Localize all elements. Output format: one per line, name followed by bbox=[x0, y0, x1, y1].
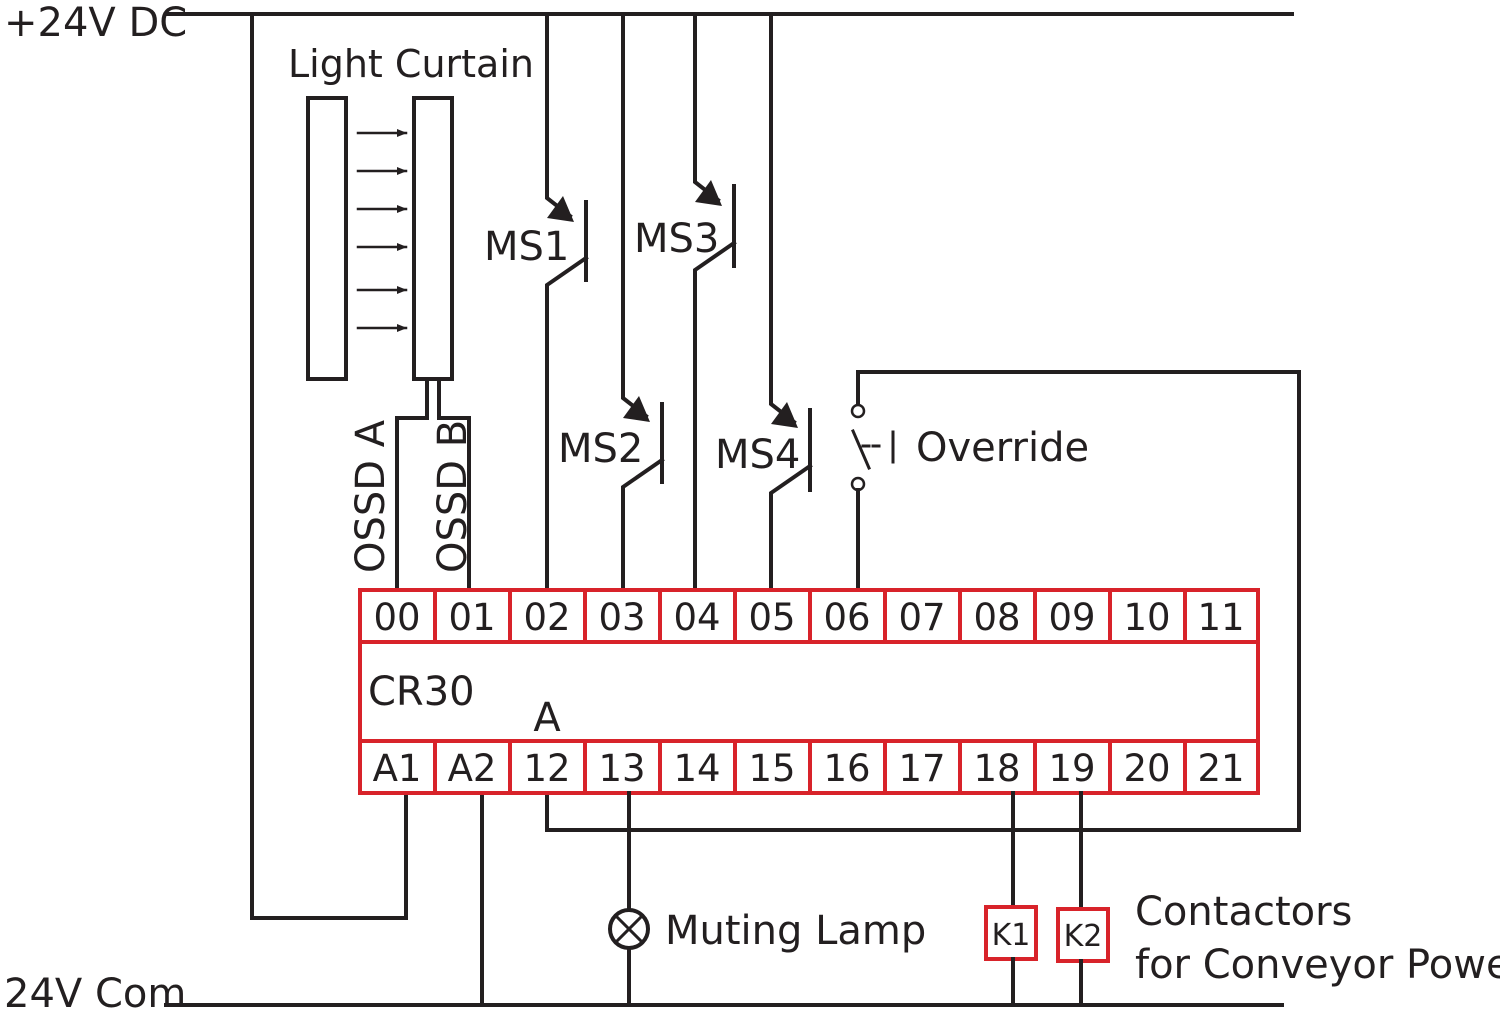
terminal-label: 16 bbox=[823, 747, 870, 790]
light-curtain-receiver bbox=[412, 96, 454, 381]
ms3-sensor: MS3 bbox=[634, 12, 737, 592]
terminal-label: 12 bbox=[523, 747, 570, 790]
ms2-label: MS2 bbox=[558, 426, 643, 472]
terminal-label: 10 bbox=[1123, 596, 1170, 639]
bottom-terminals: A1 A2 12 13 14 15 16 17 18 19 20 21 bbox=[373, 747, 1245, 790]
override-label: Override bbox=[916, 425, 1089, 471]
contactors-label-line2: for Conveyor Power bbox=[1135, 942, 1500, 988]
terminal-label: 13 bbox=[598, 747, 645, 790]
muting-lamp-label: Muting Lamp bbox=[665, 908, 926, 954]
terminal-label: 11 bbox=[1197, 596, 1244, 639]
terminal-label: 00 bbox=[373, 596, 420, 639]
ossd-b-wire bbox=[437, 377, 471, 592]
terminal-label: 20 bbox=[1123, 747, 1170, 790]
terminal-label: 09 bbox=[1048, 596, 1095, 639]
ms4-sensor: MS4 bbox=[715, 12, 813, 592]
terminal-label: 15 bbox=[748, 747, 795, 790]
terminal-label: 08 bbox=[973, 596, 1020, 639]
ossd-b-label: OSSD B bbox=[430, 420, 476, 573]
module-marker: A bbox=[533, 695, 561, 741]
terminal-label: 02 bbox=[523, 596, 570, 639]
terminal-label: 19 bbox=[1048, 747, 1095, 790]
terminal-label: 05 bbox=[748, 596, 795, 639]
terminal-label: A2 bbox=[448, 747, 497, 790]
ms2-sensor: MS2 bbox=[558, 12, 665, 592]
ossd-a-wire bbox=[395, 377, 429, 592]
positive-rail-label: +24V DC bbox=[4, 0, 187, 46]
ms1-label: MS1 bbox=[484, 224, 569, 270]
k2-label: K2 bbox=[1064, 919, 1103, 954]
common-rail-label: 24V Com bbox=[4, 971, 186, 1017]
terminal-label: 17 bbox=[898, 747, 945, 790]
ms1-sensor: MS1 bbox=[484, 12, 589, 592]
contactor-k2: K2 bbox=[1056, 791, 1110, 1007]
terminal-label: A1 bbox=[373, 747, 422, 790]
override-switch: Override bbox=[545, 370, 1301, 832]
cr30-module: 00 01 02 03 04 05 06 07 08 09 10 11 CR30… bbox=[358, 588, 1260, 795]
k1-label: K1 bbox=[992, 918, 1031, 953]
module-name: CR30 bbox=[368, 669, 475, 715]
contactors-label-line1: Contactors bbox=[1135, 889, 1352, 935]
terminal-label: 04 bbox=[673, 596, 720, 639]
ms3-label: MS3 bbox=[634, 216, 719, 262]
light-beam-arrows bbox=[356, 129, 408, 332]
terminal-label: 18 bbox=[973, 747, 1020, 790]
contactor-k1: K1 bbox=[984, 791, 1038, 1007]
terminal-dividers bbox=[433, 590, 1187, 793]
terminal-label: 14 bbox=[673, 747, 720, 790]
terminal-label: 01 bbox=[448, 596, 495, 639]
ms4-label: MS4 bbox=[715, 432, 800, 478]
terminal-label: 21 bbox=[1197, 747, 1244, 790]
light-curtain-title: Light Curtain bbox=[288, 42, 534, 86]
terminal-label: 07 bbox=[898, 596, 945, 639]
terminal-label: 06 bbox=[823, 596, 870, 639]
top-terminals: 00 01 02 03 04 05 06 07 08 09 10 11 bbox=[373, 596, 1244, 639]
ossd-a-label: OSSD A bbox=[348, 419, 394, 573]
light-curtain-emitter bbox=[306, 96, 348, 381]
a1-supply-wire bbox=[250, 12, 408, 920]
terminal-label: 03 bbox=[598, 596, 645, 639]
muting-lamp: Muting Lamp bbox=[608, 791, 926, 1007]
